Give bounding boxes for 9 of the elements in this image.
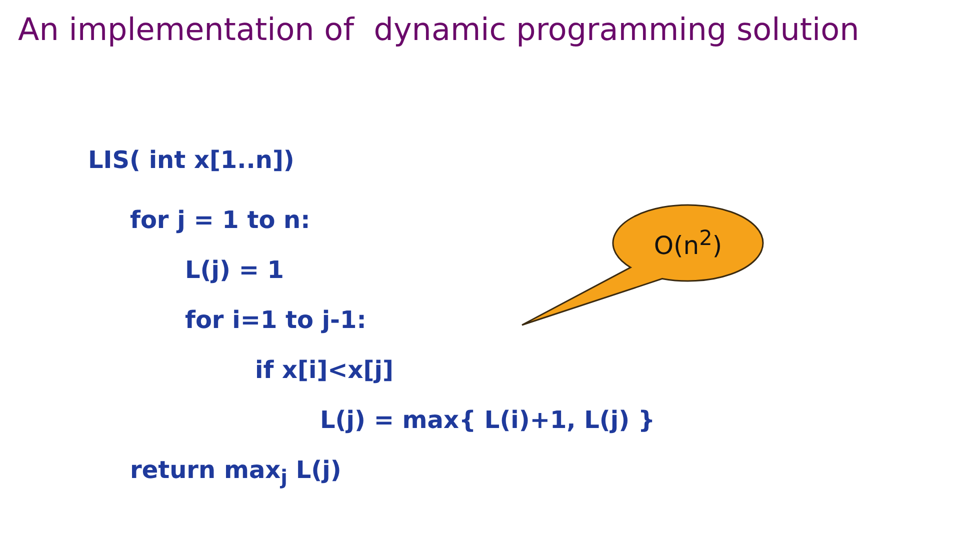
code-line: if x[i]<x[j]	[255, 356, 394, 384]
code-line: L(j) = max{ L(i)+1, L(j) }	[320, 406, 656, 434]
code-line: return max$_{j}$ L(j)	[130, 456, 342, 489]
code-line: for j = 1 to n:	[130, 206, 310, 234]
code-line: for i=1 to j-1:	[185, 306, 366, 334]
code-line: LIS( int x[1..n])	[88, 146, 294, 174]
complexity-label: O(n$^{2}$)	[654, 226, 722, 260]
slide-title: An implementation of dynamic programming solution	[18, 12, 860, 48]
code-line: L(j) = 1	[185, 256, 284, 284]
